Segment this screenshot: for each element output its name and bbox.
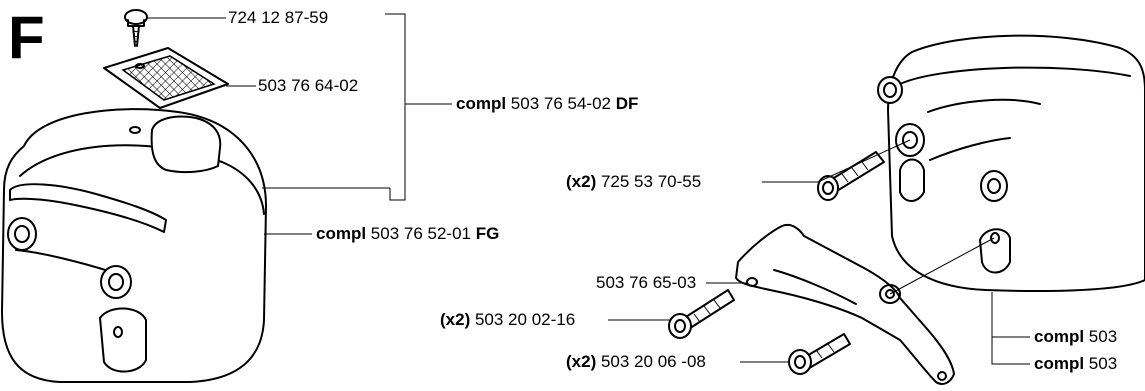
label-bolt-0216: (x2) 503 20 02-16 [440, 310, 576, 329]
right-muffler [877, 34, 1145, 292]
label-spark-screen: 503 76 64-02 [258, 76, 359, 95]
label-bolt-725: (x2) 725 53 70-55 [566, 172, 702, 191]
label-top-screw: 724 12 87-59 [228, 8, 329, 27]
left-muffler [1, 108, 267, 383]
label-compl-right-1: compl 503 [1034, 327, 1118, 346]
section-letter: F [8, 4, 45, 71]
label-compl-df: compl 503 76 54-02 DF [456, 94, 639, 113]
label-compl-right-2: compl 503 [1034, 354, 1118, 373]
label-bracket: 503 76 65-03 [596, 273, 697, 292]
muffler-bracket [735, 224, 955, 385]
label-compl-fg: compl 503 76 52-01 FG [316, 224, 500, 243]
bolt-725-53-70-55 [817, 151, 885, 201]
label-bolt-0608: (x2) 503 20 06 -08 [566, 352, 706, 371]
top-screw [124, 9, 148, 47]
leader-lines [146, 13, 1030, 365]
bolt-503-20-02-16 [668, 289, 735, 339]
spark-screen [103, 47, 229, 109]
bolt-503-20-06-08 [788, 333, 851, 375]
